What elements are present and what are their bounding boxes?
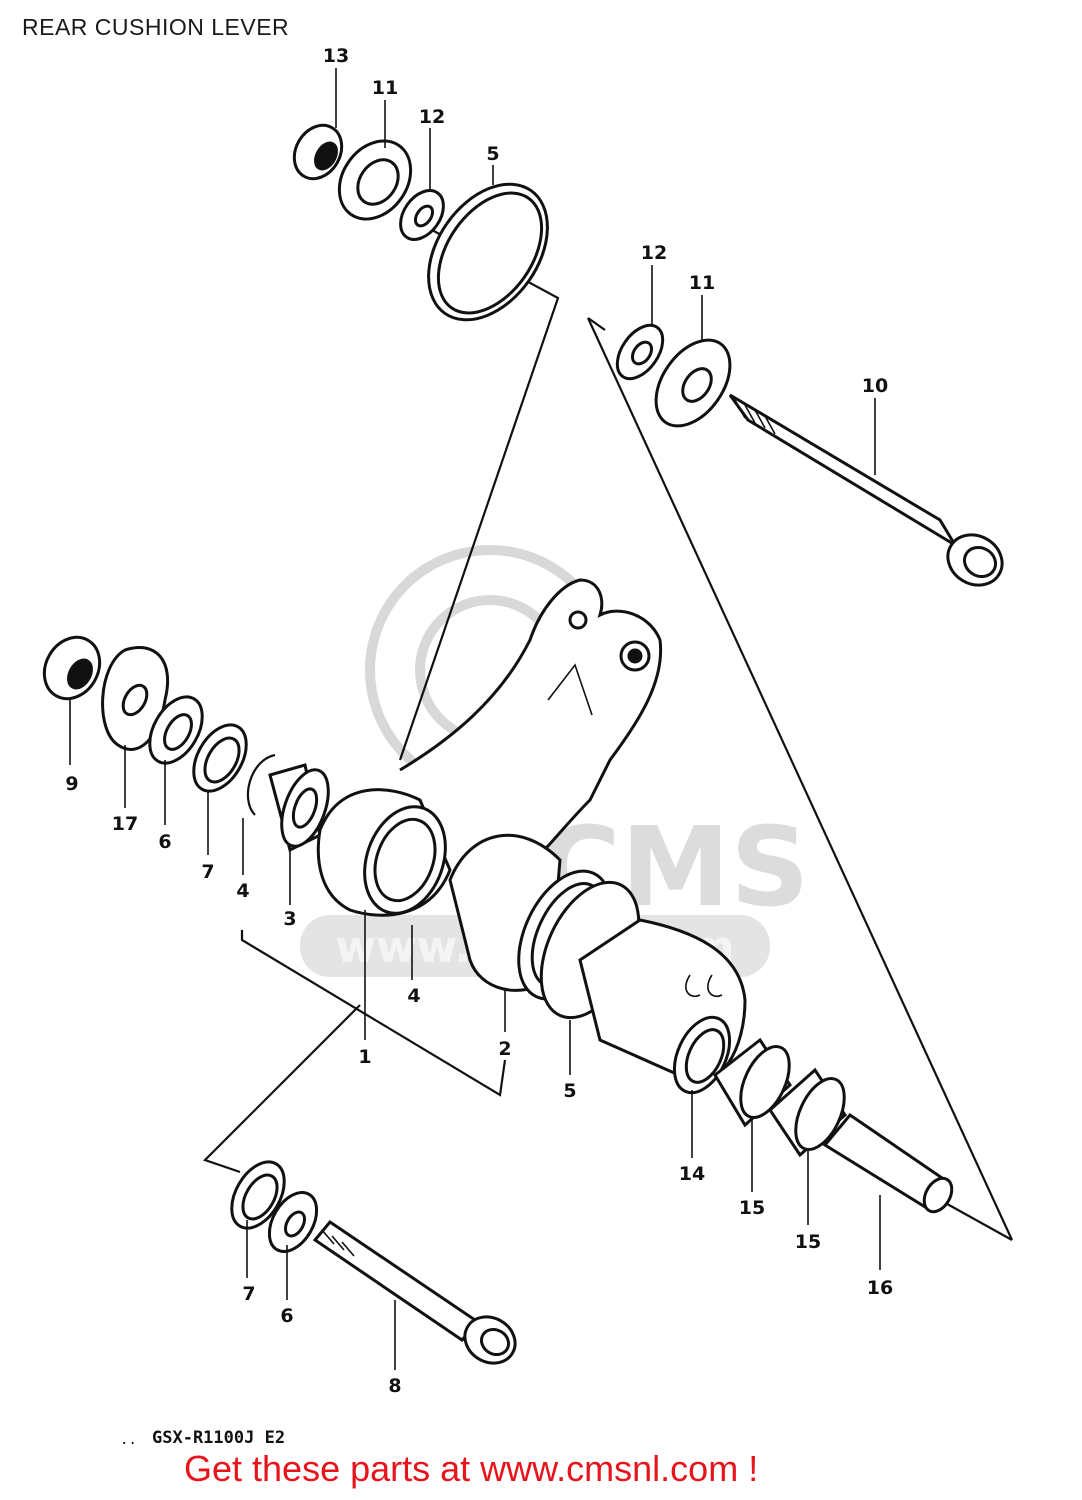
callout-12: 12: [419, 106, 445, 128]
callout-4-middle: 4: [407, 985, 420, 1007]
part-17-plate: [101, 645, 170, 751]
callout-7: 7: [201, 861, 214, 883]
part-6-seal-left: [148, 695, 204, 765]
model-code-prefix: ..: [120, 1432, 137, 1448]
part-11-seal-right: [654, 338, 732, 428]
part-13-nut: [292, 123, 344, 181]
callout-labels: 13 11 12 5 12 11 10 9 17 6 7 4 3 4 1 2 5…: [65, 45, 893, 1397]
part-11-seal-top: [337, 139, 413, 221]
part-6-seal-bottom: [267, 1191, 319, 1253]
part-16-spacer: [822, 1112, 954, 1214]
callout-14: 14: [679, 1163, 705, 1185]
part-10-bolt: [728, 393, 1004, 587]
callout-5-middle: 5: [563, 1080, 576, 1102]
callout-12-right: 12: [641, 242, 667, 264]
callout-8: 8: [388, 1375, 401, 1397]
part-8-bolt: [312, 1219, 517, 1365]
part-7-washer-bottom: [230, 1160, 286, 1230]
callout-3: 3: [283, 908, 296, 930]
callout-6: 6: [158, 831, 171, 853]
part-9-nut: [42, 635, 102, 701]
part-12-washer-top: [399, 189, 445, 241]
callout-16: 16: [867, 1277, 893, 1299]
callout-15-b: 15: [795, 1231, 821, 1253]
callout-6-bottom: 6: [280, 1305, 293, 1327]
callout-10: 10: [862, 375, 888, 397]
callout-13: 13: [323, 45, 349, 67]
leader-lines: [69, 68, 881, 1370]
callout-7-bottom: 7: [242, 1283, 255, 1305]
callout-2: 2: [498, 1038, 511, 1060]
part-15-bearing-a: [713, 1037, 792, 1128]
part-3-bearing: [268, 763, 330, 853]
callout-15-a: 15: [739, 1197, 765, 1219]
callout-9: 9: [65, 773, 78, 795]
page-title: REAR CUSHION LEVER: [22, 14, 290, 40]
model-code: GSX-R1100J E2: [152, 1428, 286, 1448]
footer-link-text[interactable]: Get these parts at www.cmsnl.com !: [184, 1448, 759, 1489]
part-12-washer-right: [615, 323, 665, 381]
part-4-circlip-left: [246, 753, 276, 816]
callout-5: 5: [486, 143, 499, 165]
callout-11-right: 11: [689, 272, 715, 294]
part-7-washer-left: [192, 723, 248, 793]
part-15-bearing-b: [768, 1067, 847, 1158]
callout-1: 1: [358, 1046, 371, 1068]
callout-11: 11: [372, 77, 398, 99]
callout-4: 4: [236, 880, 249, 902]
callout-17: 17: [112, 813, 138, 835]
part-5-oring-top: [427, 182, 549, 322]
